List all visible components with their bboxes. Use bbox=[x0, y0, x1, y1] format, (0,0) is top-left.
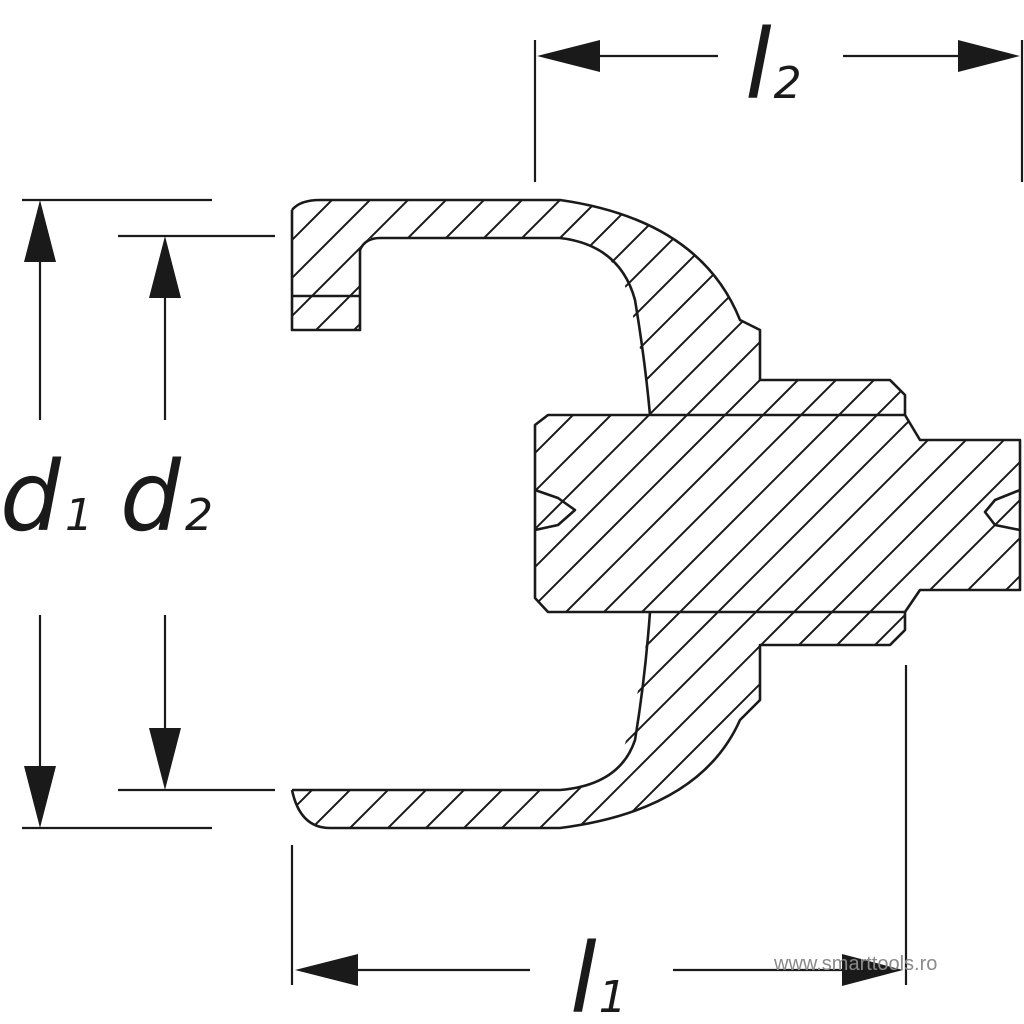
hatch-line bbox=[619, 200, 905, 828]
hatch-line bbox=[292, 200, 761, 828]
hatch-line bbox=[535, 415, 1020, 612]
hatch-line bbox=[535, 415, 1020, 612]
hatch-line bbox=[535, 415, 761, 612]
lower-wall-outline bbox=[290, 612, 907, 830]
hatch-line bbox=[543, 200, 905, 828]
hatch-line bbox=[292, 200, 685, 828]
upper-inner-outline bbox=[290, 210, 652, 416]
hatch-line bbox=[535, 415, 685, 612]
dimension-l2 bbox=[533, 40, 1024, 182]
hatch-line bbox=[535, 415, 1020, 612]
hatch-line bbox=[292, 200, 495, 828]
hatch-line bbox=[292, 200, 533, 828]
hatch-line bbox=[292, 200, 457, 828]
label-d2: d2 bbox=[120, 441, 213, 553]
hatch-line bbox=[543, 415, 1020, 612]
hatch-line bbox=[535, 415, 1020, 612]
hatch-line bbox=[771, 200, 905, 828]
hatch-line bbox=[924, 0, 1024, 900]
upper-wall-outline bbox=[290, 198, 907, 415]
left-center-hole bbox=[534, 488, 577, 532]
hatch-line bbox=[535, 415, 647, 612]
hatch-line bbox=[535, 415, 609, 612]
hatch-line bbox=[847, 200, 905, 828]
hatch-line bbox=[923, 415, 1020, 612]
hatch-line bbox=[0, 0, 532, 900]
hatch-line bbox=[619, 415, 1020, 612]
dimension-d1 bbox=[22, 198, 212, 830]
hatch-line bbox=[535, 415, 1020, 612]
shaft-hatching bbox=[0, 0, 1020, 900]
hatch-line bbox=[467, 200, 905, 828]
hatch-line bbox=[535, 415, 571, 612]
hatch-line bbox=[292, 200, 905, 828]
hatch-line bbox=[695, 200, 905, 828]
hatch-line bbox=[0, 0, 456, 900]
hatch-line bbox=[847, 415, 1020, 612]
hatch-line bbox=[535, 415, 1020, 612]
square-drive-shaft-outline bbox=[533, 413, 1022, 614]
hatch-line bbox=[535, 415, 1020, 612]
hatch-line bbox=[0, 0, 418, 900]
lower-inner-outline bbox=[292, 611, 652, 792]
label-l2: l2 bbox=[745, 9, 802, 121]
hatch-line bbox=[292, 200, 609, 828]
watermark: www.smarttools.ro bbox=[773, 953, 937, 975]
dimension-d2 bbox=[118, 234, 275, 792]
label-d1: d1 bbox=[0, 441, 93, 553]
hatch-line bbox=[535, 415, 1020, 612]
label-l1: l1 bbox=[570, 923, 627, 1024]
hatch-line bbox=[771, 415, 1020, 612]
hatch-line bbox=[535, 415, 989, 612]
hatch-line bbox=[535, 415, 1020, 612]
hatch-line bbox=[292, 200, 905, 828]
hatch-line bbox=[292, 200, 419, 828]
hatch-line bbox=[292, 200, 647, 828]
hatch-line bbox=[0, 0, 494, 900]
hatch-line bbox=[535, 415, 951, 612]
dimension-l1 bbox=[290, 665, 908, 986]
hatch-line bbox=[535, 415, 1020, 612]
hatch-line bbox=[535, 415, 1020, 612]
hatch-line bbox=[292, 200, 571, 828]
hatch-line bbox=[695, 415, 1020, 612]
right-center-hole bbox=[983, 488, 1021, 532]
hatch-line bbox=[505, 200, 905, 828]
